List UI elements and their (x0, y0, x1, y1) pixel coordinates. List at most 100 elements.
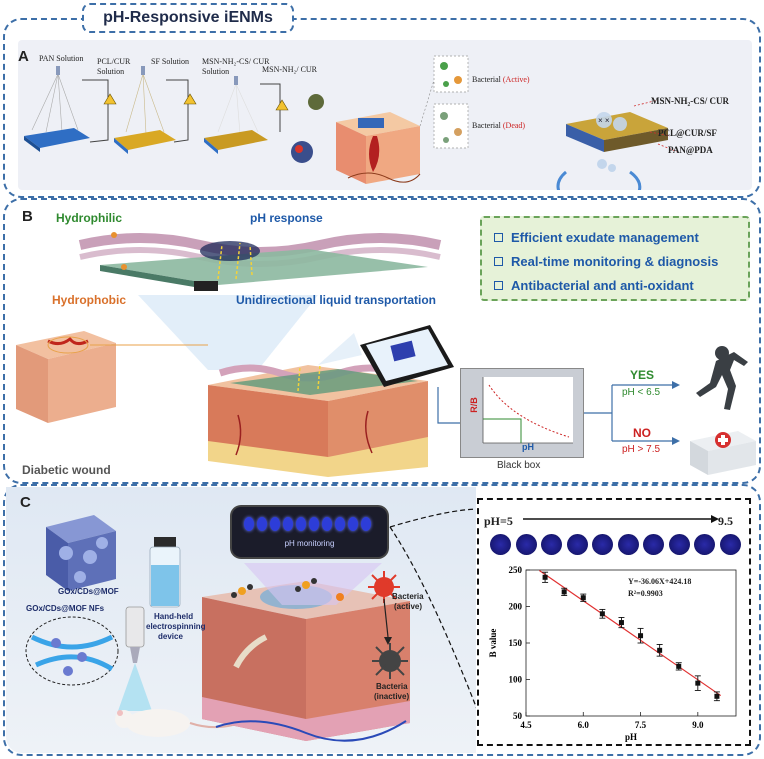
panel-c-letter: C (20, 494, 31, 511)
colorimetric-dot (490, 534, 511, 555)
first-aid-kit-icon (690, 431, 756, 475)
data-point (580, 595, 586, 601)
label-gox-cds-mof-nfs: GOx/CDs@MOF NFs (26, 604, 105, 613)
black-box-panel (460, 368, 584, 458)
no-condition: pH > 7.5 (622, 444, 661, 455)
layered-membrane: × × (556, 99, 679, 190)
x-tick-label: 4.5 (520, 720, 532, 730)
y-tick-label: 100 (509, 675, 523, 685)
panel-b-illustration (16, 232, 756, 477)
colorimetric-dot (515, 534, 537, 555)
dead-word: (Dead) (502, 121, 526, 130)
colorimetric-dot (719, 534, 741, 555)
colorimetric-dot (592, 534, 613, 555)
wound-skin-block (336, 112, 421, 184)
data-point (638, 633, 644, 639)
label-bacterial-dead: Bacterial (Dead) (472, 121, 525, 130)
colorimetric-dot (668, 534, 690, 555)
label-bacteria-inactive-2: (inactive) (374, 692, 410, 701)
colorimetric-dot (617, 534, 639, 555)
label-layer-bottom: PAN@PDA (668, 145, 713, 155)
bacterial-word: Bacterial (472, 75, 501, 84)
mof-cube (46, 515, 116, 591)
feature-item: Real-time monitoring & diagnosis (494, 249, 748, 273)
label-hydrophobic: Hydrophobic (52, 293, 126, 307)
phone-indicator-dot (257, 517, 267, 531)
svg-text:× ×: × × (598, 116, 610, 125)
rb-curve-chart (482, 377, 573, 444)
label-diabetic-wound: Diabetic wound (22, 463, 111, 477)
x-tick-label: 9.0 (692, 720, 704, 730)
y-tick-label: 200 (509, 602, 523, 612)
ph-end-label: 9.5 (718, 514, 733, 528)
label-msn-cur: MSN-NH₂/ CUR (262, 65, 318, 74)
label-layer-top: MSN-NH₂-CS/ CUR (651, 96, 729, 106)
electrospin-step-3 (204, 76, 324, 163)
data-point (695, 680, 701, 686)
data-point (561, 589, 567, 595)
checkbox-icon (494, 256, 503, 266)
bacteria-arrow-head (384, 637, 392, 645)
label-hydrophilic: Hydrophilic (56, 211, 123, 225)
y-tick-label: 150 (509, 638, 523, 648)
checkbox-icon (494, 280, 503, 290)
label-bacterial-active: Bacterial (Active) (472, 75, 530, 84)
ph-axis-label: pH (522, 442, 534, 452)
arrow-head-yes (672, 381, 680, 389)
phone-indicator-dot (244, 517, 254, 531)
skin-cross-section (208, 364, 428, 477)
data-point (542, 574, 548, 580)
label-sf-solution: SF Solution (151, 57, 190, 66)
phone-indicator-dot (322, 517, 332, 531)
label-pcl-cur-solution-1: PCL/CUR (97, 57, 131, 66)
panel-c-frame (3, 484, 761, 756)
label-unidirectional: Unidirectional liquid transportation (236, 293, 437, 307)
label-bacteria-active-2: (active) (394, 602, 423, 611)
diabetic-wound-block (16, 331, 116, 423)
smartphone (360, 325, 454, 387)
panel-a-frame (3, 18, 761, 198)
phone-ph-monitoring: pH monitoring (232, 507, 387, 557)
phone-indicator-dot (270, 517, 280, 531)
feature-text: Antibacterial and anti-oxidant (511, 277, 694, 293)
phone-indicator-dot (361, 517, 371, 531)
chart-equation: Y=-36.06X+424.18 (628, 577, 692, 586)
label-layer-mid: PCL@CUR/SF (658, 128, 717, 138)
label-pcl-cur-solution-2: Solution (97, 67, 125, 76)
phone-indicator-dot (296, 517, 306, 531)
active-word: (Active) (502, 75, 530, 84)
black-box-caption: Black box (497, 460, 541, 471)
janus-membrane (78, 232, 442, 291)
x-tick-label: 7.5 (635, 720, 647, 730)
data-point (714, 693, 720, 699)
checkbox-icon (494, 232, 503, 242)
figure-title: pH-Responsive iENMs (82, 3, 294, 33)
zoom-cone (138, 295, 318, 370)
y-tick-label: 250 (509, 565, 523, 575)
bacteria-active-icon (368, 571, 400, 603)
bacteria-inactive-icon (372, 643, 408, 679)
y-tick-label: 50 (513, 711, 523, 721)
electrospin-step-2 (114, 66, 197, 154)
feature-item: Efficient exudate management (494, 225, 748, 249)
panel-c-illustration (25, 508, 476, 742)
electrospin-step-1 (24, 66, 117, 152)
bacteria-dead-box (433, 103, 469, 149)
label-ph-response: pH response (250, 211, 323, 225)
data-point (657, 647, 663, 653)
zoom-line-bottom (389, 526, 476, 709)
phone-indicator-dot (348, 517, 358, 531)
colorimetric-dot (694, 534, 715, 555)
zoom-line-top (389, 508, 476, 528)
data-point (618, 620, 624, 626)
colorimetric-dot (541, 534, 562, 555)
label-device-3: device (158, 632, 183, 641)
plot-area (525, 569, 737, 717)
molecule-icons (231, 578, 344, 601)
phone-dot-row (244, 517, 371, 531)
fit-line (539, 570, 722, 697)
yes-label: YES (630, 368, 655, 382)
bacteria-arrow (383, 598, 389, 638)
label-bacteria-active-1: Bacteria (392, 592, 424, 601)
